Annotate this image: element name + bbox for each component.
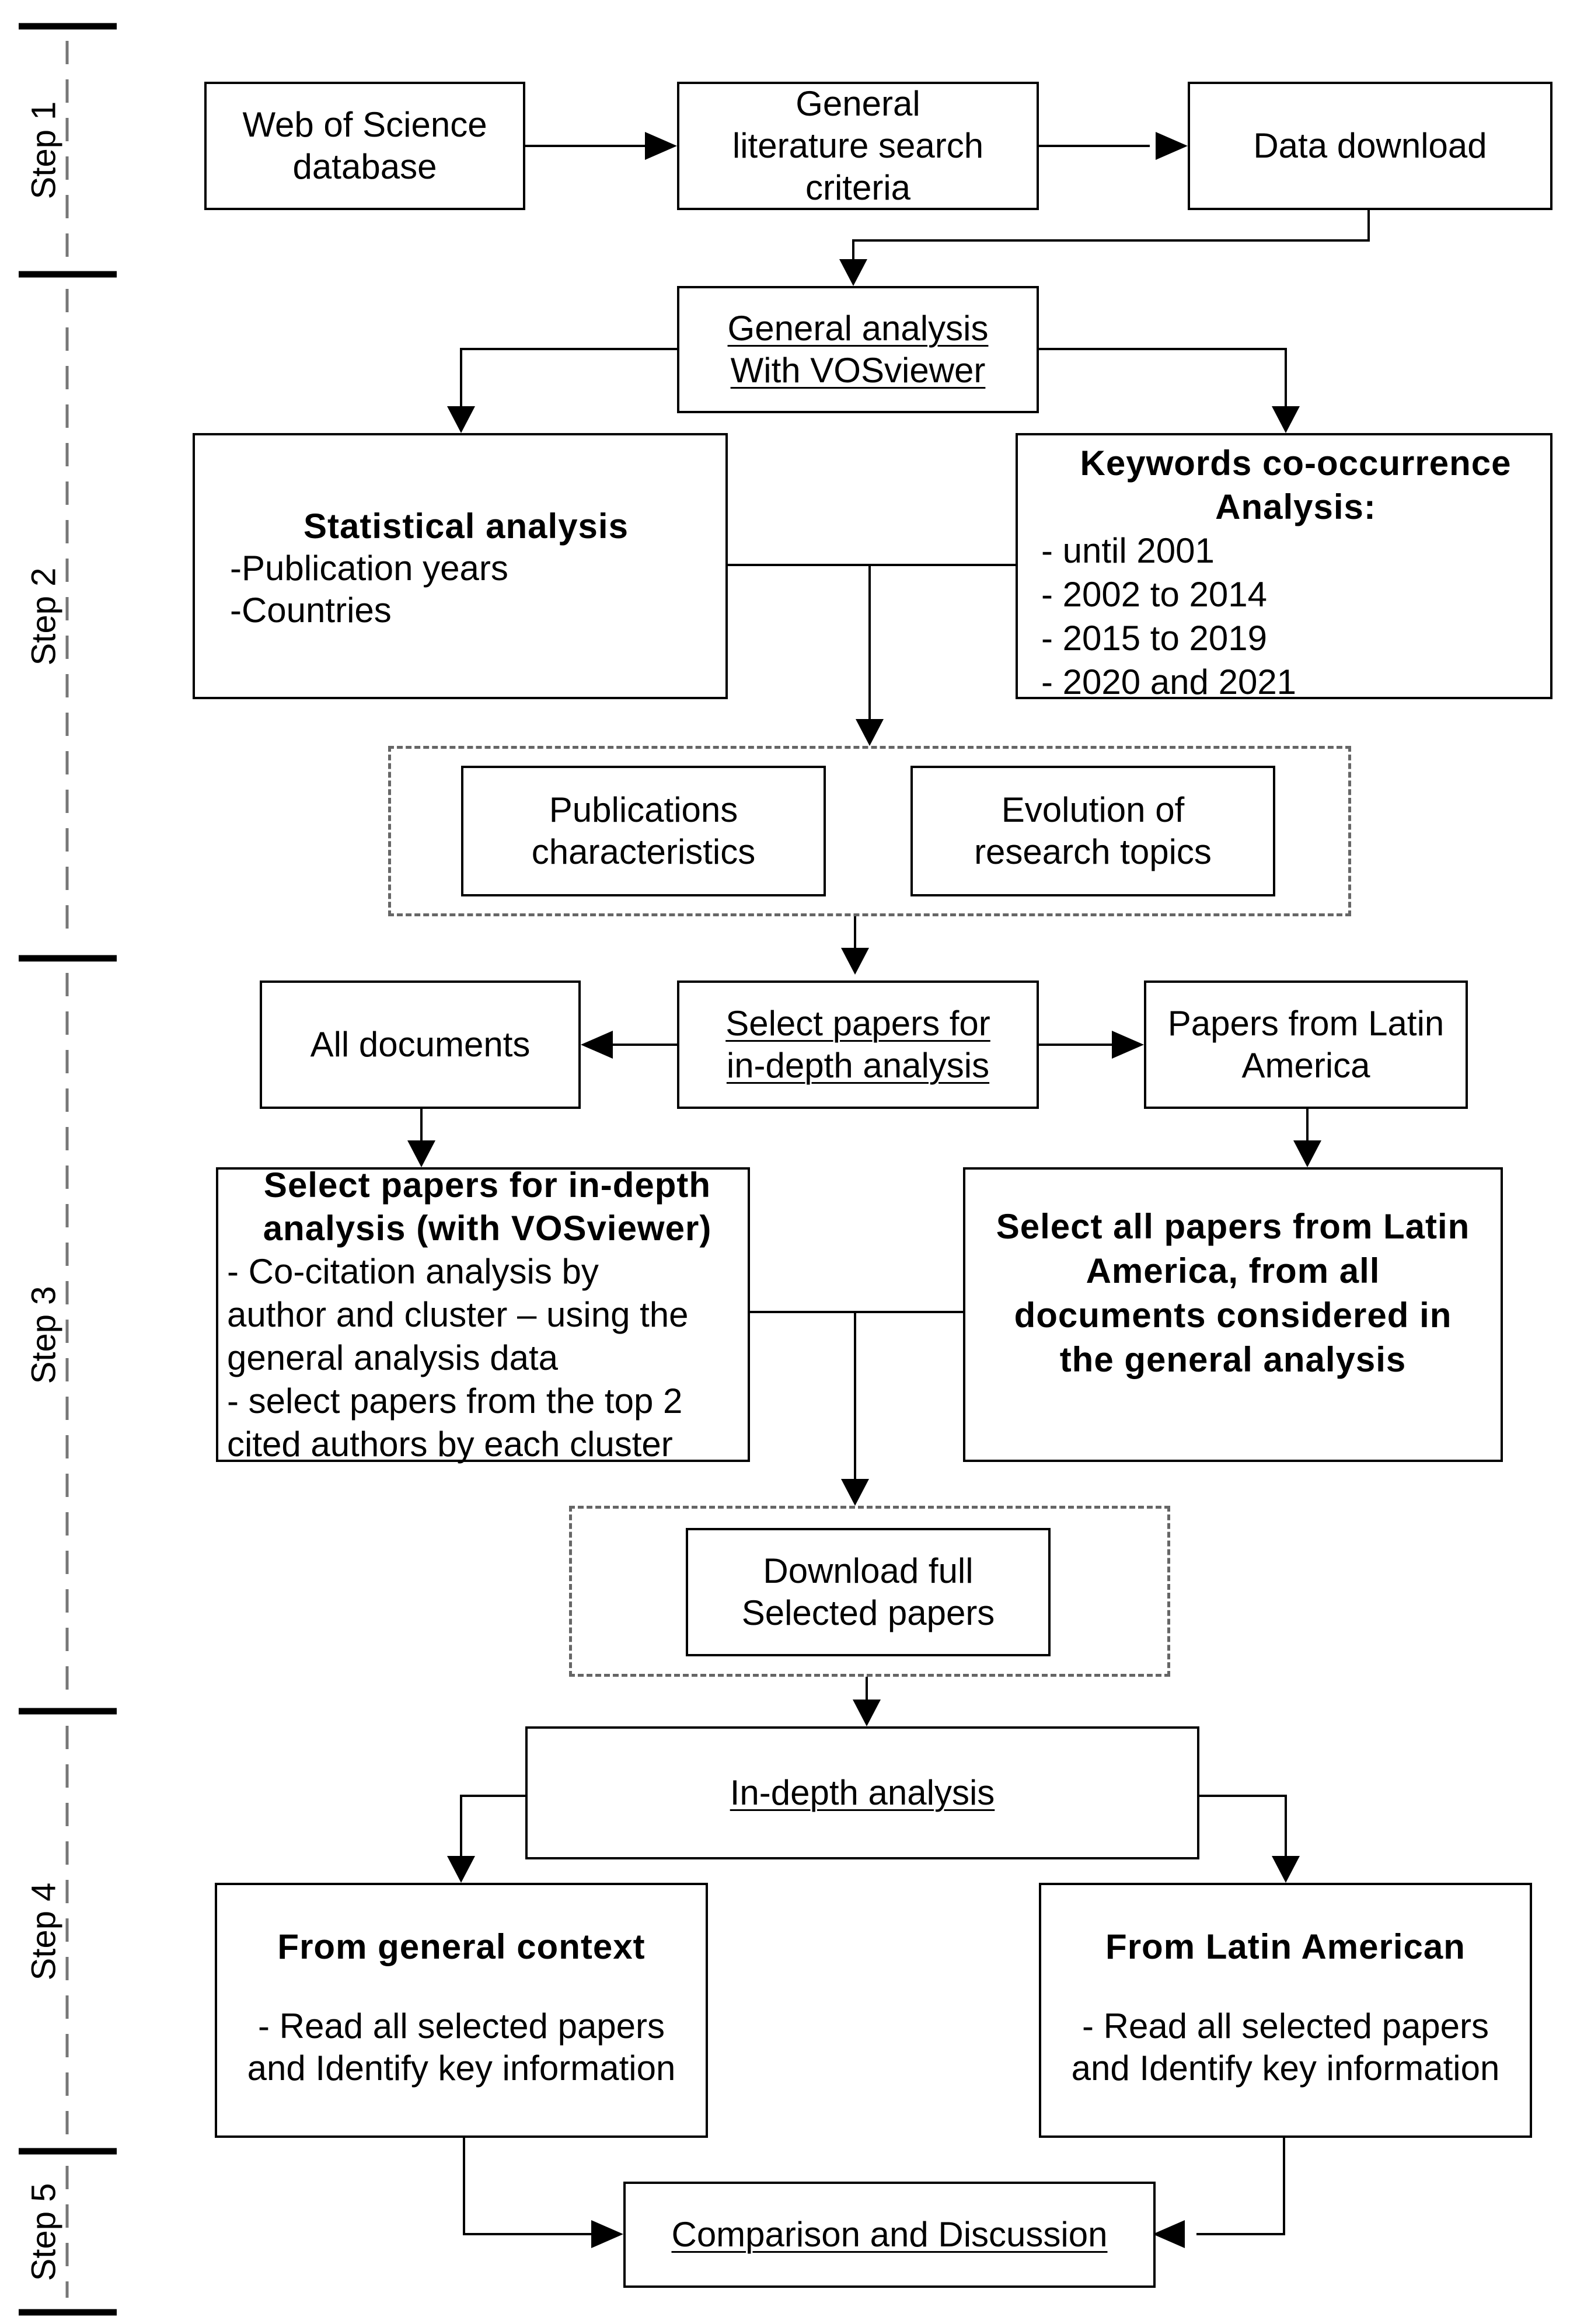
criteria-line: criteria	[805, 168, 911, 207]
general-analysis-line: General analysis	[727, 309, 989, 348]
publications-line: Publications	[549, 790, 738, 829]
select-latam-line: America, from all	[1086, 1251, 1380, 1290]
statistical-analysis-box: Statistical analysis -Publication years …	[193, 433, 728, 699]
keywords-item: - until 2001	[1041, 531, 1215, 570]
wos-line: Web of Science	[242, 105, 487, 144]
data-download-label: Data download	[1253, 126, 1487, 165]
comparison-discussion-box: Comparison and Discussion	[623, 2182, 1156, 2288]
all-documents-label: All documents	[310, 1025, 531, 1064]
select-vos-item: cited authors by each cluster	[227, 1424, 673, 1464]
latin-american-item: and Identify key information	[1071, 2049, 1500, 2088]
keywords-analysis-box: Keywords co-occurrence Analysis: - until…	[1016, 433, 1552, 702]
latam-line: Papers from Latin	[1167, 1004, 1445, 1043]
keywords-item: - 2002 to 2014	[1041, 575, 1267, 614]
step-2-label: Step 2	[25, 567, 63, 665]
select-vos-item: - Co-citation analysis by	[227, 1251, 599, 1291]
select-papers-line: Select papers for	[725, 1004, 990, 1043]
papers-latin-america-box: Papers from Latin America	[1144, 980, 1468, 1109]
web-of-science-box: Web of Science database	[204, 82, 525, 210]
in-depth-analysis-box: In-depth analysis	[525, 1726, 1199, 1859]
select-vos-title: analysis (with VOSviewer)	[263, 1208, 712, 1248]
select-latam-line: Select all papers from Latin	[996, 1207, 1470, 1246]
select-vosviewer-box: Select papers for in-depth analysis (wit…	[216, 1165, 750, 1464]
publications-characteristics-box: Publications characteristics	[461, 766, 826, 896]
comparison-discussion-label: Comparison and Discussion	[671, 2215, 1108, 2254]
statistical-item: -Publication years	[230, 549, 508, 588]
general-context-item: and Identify key information	[247, 2049, 676, 2088]
statistical-item: -Countries	[230, 591, 392, 630]
latin-american-title: From Latin American	[1105, 1927, 1466, 1966]
select-papers-box: Select papers for in-depth analysis	[677, 980, 1039, 1109]
download-full-box: Download full Selected papers	[686, 1528, 1051, 1656]
keywords-title: Analysis:	[1215, 487, 1376, 526]
evolution-topics-box: Evolution of research topics	[910, 766, 1275, 896]
outputs-dashed-group	[388, 746, 1351, 916]
select-vos-item: author and cluster – using the	[227, 1294, 689, 1334]
download-full-line: Download full	[763, 1551, 974, 1590]
publications-line: characteristics	[531, 832, 756, 871]
select-vos-title: Select papers for in-depth	[263, 1165, 711, 1205]
keywords-title: Keywords co-occurrence	[1080, 444, 1512, 483]
connector-lines	[420, 145, 1370, 2235]
data-download-box: Data download	[1188, 82, 1552, 210]
select-latam-line: documents considered in	[1014, 1296, 1452, 1335]
step-timeline	[19, 23, 117, 2316]
arrow-heads	[407, 132, 1321, 2248]
keywords-item: - 2020 and 2021	[1041, 662, 1297, 702]
statistical-analysis-title: Statistical analysis	[303, 507, 629, 546]
all-documents-box: All documents	[260, 980, 581, 1109]
in-depth-analysis-label: In-depth analysis	[730, 1773, 995, 1812]
wos-line: database	[292, 147, 437, 186]
step-1-label: Step 1	[25, 101, 63, 200]
select-vos-item: - select papers from the top 2	[227, 1381, 683, 1421]
evolution-line: Evolution of	[1001, 790, 1185, 829]
step-4-label: Step 4	[25, 1882, 63, 1980]
general-context-item: - Read all selected papers	[257, 2007, 665, 2046]
select-latam-line: the general analysis	[1059, 1340, 1407, 1379]
general-context-box: From general context - Read all selected…	[215, 1883, 708, 2138]
latin-american-box: From Latin American - Read all selected …	[1039, 1883, 1532, 2138]
keywords-item: - 2015 to 2019	[1041, 619, 1267, 658]
general-analysis-box: General analysis With VOSviewer	[677, 286, 1039, 413]
latam-line: America	[1241, 1046, 1370, 1085]
criteria-line: literature search	[732, 126, 984, 165]
select-papers-line: in-depth analysis	[726, 1046, 990, 1085]
general-context-title: From general context	[277, 1927, 646, 1966]
download-full-line: Selected papers	[741, 1593, 995, 1632]
evolution-line: research topics	[974, 832, 1212, 871]
select-latin-america-box: Select all papers from Latin America, fr…	[963, 1167, 1503, 1462]
select-vos-item: general analysis data	[227, 1338, 559, 1377]
download-dashed-group	[569, 1506, 1170, 1677]
step-3-label: Step 3	[25, 1286, 63, 1384]
search-criteria-box: General literature search criteria	[677, 82, 1039, 210]
step-5-label: Step 5	[25, 2183, 63, 2281]
criteria-line: General	[796, 84, 920, 123]
general-analysis-line: With VOSviewer	[730, 351, 986, 390]
latin-american-item: - Read all selected papers	[1081, 2007, 1489, 2046]
